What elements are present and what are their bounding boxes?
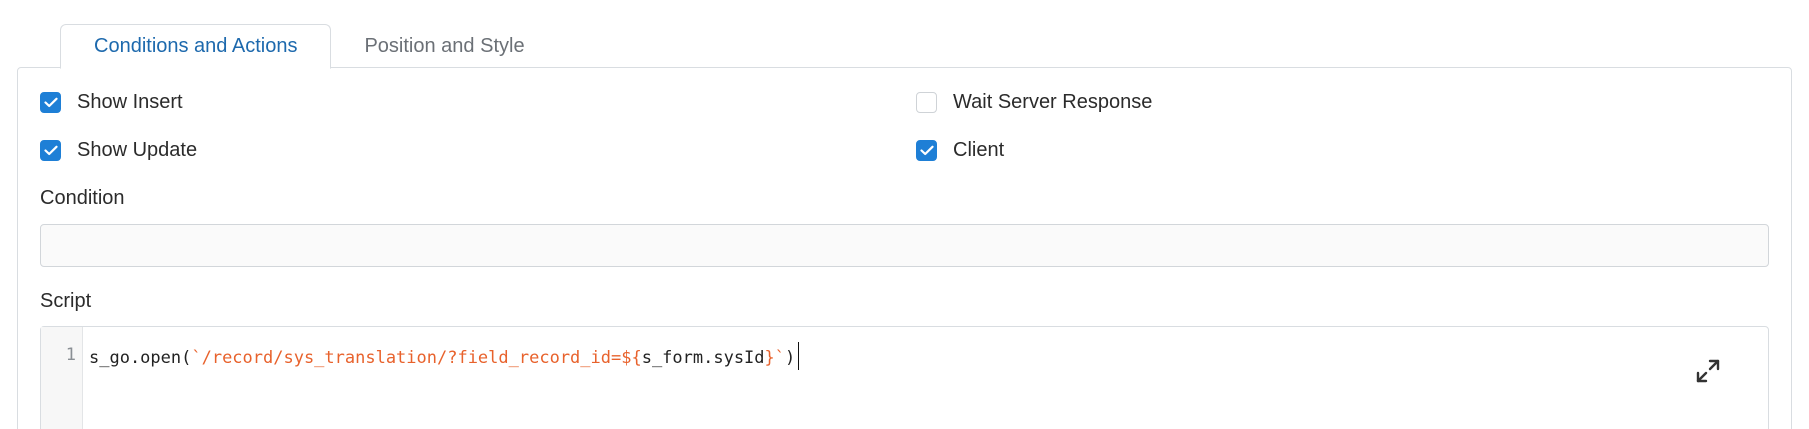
expand-icon	[1696, 359, 1720, 383]
tab-bar: Conditions and Actions Position and Styl…	[60, 24, 558, 69]
code-string-close: }`	[764, 348, 786, 368]
condition-label: Condition	[40, 187, 125, 209]
show-update-label: Show Update	[77, 139, 198, 161]
tab-position-and-style[interactable]: Position and Style	[364, 34, 525, 57]
line-number-gutter: 1	[41, 327, 83, 429]
wait-server-response-label: Wait Server Response	[953, 91, 1153, 113]
show-insert-row[interactable]: Show Insert	[40, 91, 183, 114]
checkmark-icon	[43, 145, 58, 156]
code-line[interactable]: s_go.open(`/record/sys_translation/?fiel…	[89, 342, 800, 372]
checkmark-icon	[43, 97, 58, 108]
client-checkbox[interactable]	[916, 140, 937, 161]
tab-conditions-and-actions[interactable]: Conditions and Actions	[60, 24, 332, 69]
code-suffix: )	[785, 348, 796, 368]
line-number: 1	[65, 345, 76, 365]
script-label: Script	[40, 290, 92, 312]
wait-server-response-checkbox[interactable]	[916, 92, 937, 113]
wait-server-response-row[interactable]: Wait Server Response	[916, 91, 1152, 114]
code-expression: s_form.sysId	[641, 348, 765, 368]
show-insert-label: Show Insert	[77, 91, 183, 113]
client-row[interactable]: Client	[916, 139, 1004, 162]
expand-button[interactable]	[1692, 355, 1724, 387]
show-update-row[interactable]: Show Update	[40, 139, 197, 162]
code-prefix: s_go.open(	[89, 348, 192, 368]
text-cursor	[798, 342, 800, 370]
condition-input[interactable]	[40, 224, 1769, 267]
show-insert-checkbox[interactable]	[40, 92, 61, 113]
show-update-checkbox[interactable]	[40, 140, 61, 161]
client-label: Client	[953, 139, 1005, 161]
code-string-open: `/record/sys_translation/?field_record_i…	[191, 348, 642, 368]
checkmark-icon	[919, 145, 934, 156]
script-editor[interactable]: 1 s_go.open(`/record/sys_translation/?fi…	[40, 326, 1769, 429]
